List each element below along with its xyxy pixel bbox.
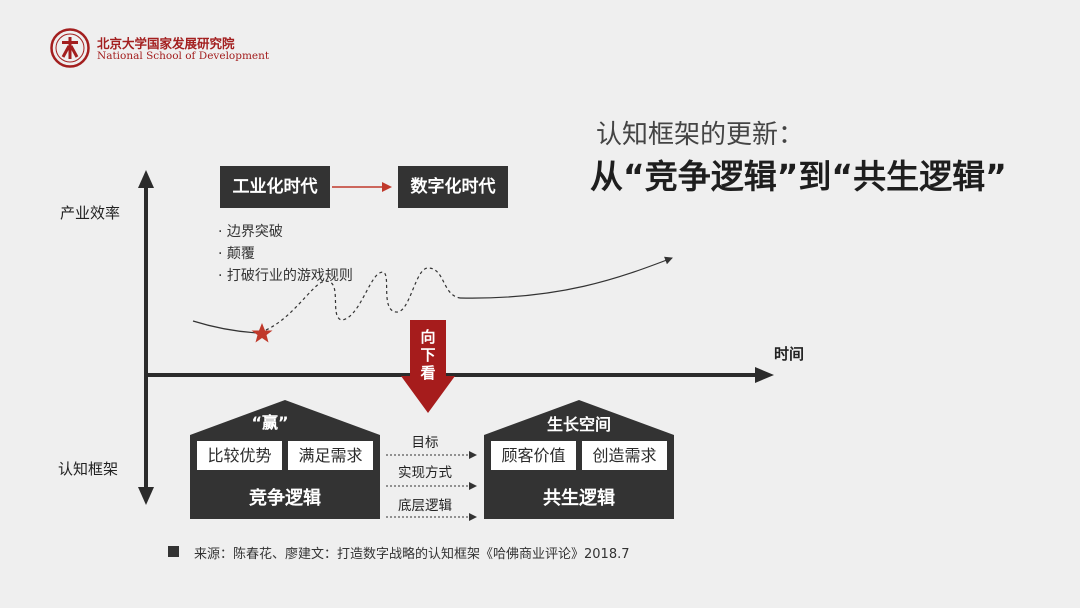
house-right-cell: 创造需求	[582, 441, 667, 470]
star-icon	[251, 323, 273, 343]
vertical-axis	[138, 170, 154, 505]
house-left-roof-label: “赢”	[251, 413, 289, 432]
comparison-label: 底层逻辑	[398, 498, 452, 514]
time-axis	[146, 367, 774, 383]
logo-name-en: National School of Development	[97, 50, 270, 62]
house-left-cell: 比较优势	[197, 441, 282, 470]
bullet-item: · 颠覆	[218, 246, 255, 262]
slide-subtitle: 认知框架的更新：	[596, 120, 805, 150]
bullet-item: · 边界突破	[218, 224, 283, 240]
efficiency-curve-dashed	[265, 267, 461, 331]
house-left-cell: 满足需求	[288, 441, 373, 470]
house-right-cell: 顾客价值	[491, 441, 576, 470]
symbiosis-logic-house	[484, 400, 674, 519]
era-digital-box: 数字化时代	[398, 166, 508, 208]
bullet-item: · 打破行业的游戏规则	[218, 268, 353, 284]
y-axis-bottom-label: 认知框架	[58, 460, 119, 478]
comparison-label: 目标	[411, 435, 439, 451]
look-down-text: 向 下 看	[420, 328, 436, 382]
house-right-roof-label: 生长空间	[546, 415, 611, 434]
competition-logic-house	[190, 400, 380, 519]
efficiency-curve-growth	[459, 256, 673, 299]
look-down-label: 向 下 看	[413, 328, 443, 382]
house-right-name: 共生逻辑	[543, 488, 615, 509]
x-axis-label: 时间	[774, 345, 805, 363]
look-down-arrow	[401, 320, 455, 413]
comparison-label: 实现方式	[398, 465, 452, 481]
slide-title: 从“竞争逻辑”到“共生逻辑”	[590, 157, 1007, 196]
era-industrial-box: 工业化时代	[220, 166, 330, 208]
logo-name-cn: 北京大学国家发展研究院	[97, 36, 235, 51]
pku-logo-icon	[50, 28, 90, 68]
source-citation: 来源：陈春花、廖建文：打造数字战略的认知框架《哈佛商业评论》2018.7	[194, 547, 630, 562]
y-axis-top-label: 产业效率	[60, 204, 121, 222]
house-left-name: 竞争逻辑	[249, 488, 321, 509]
efficiency-curve-solid	[192, 320, 259, 334]
source-bullet-icon	[168, 546, 179, 557]
comparison-arrows	[386, 451, 477, 521]
